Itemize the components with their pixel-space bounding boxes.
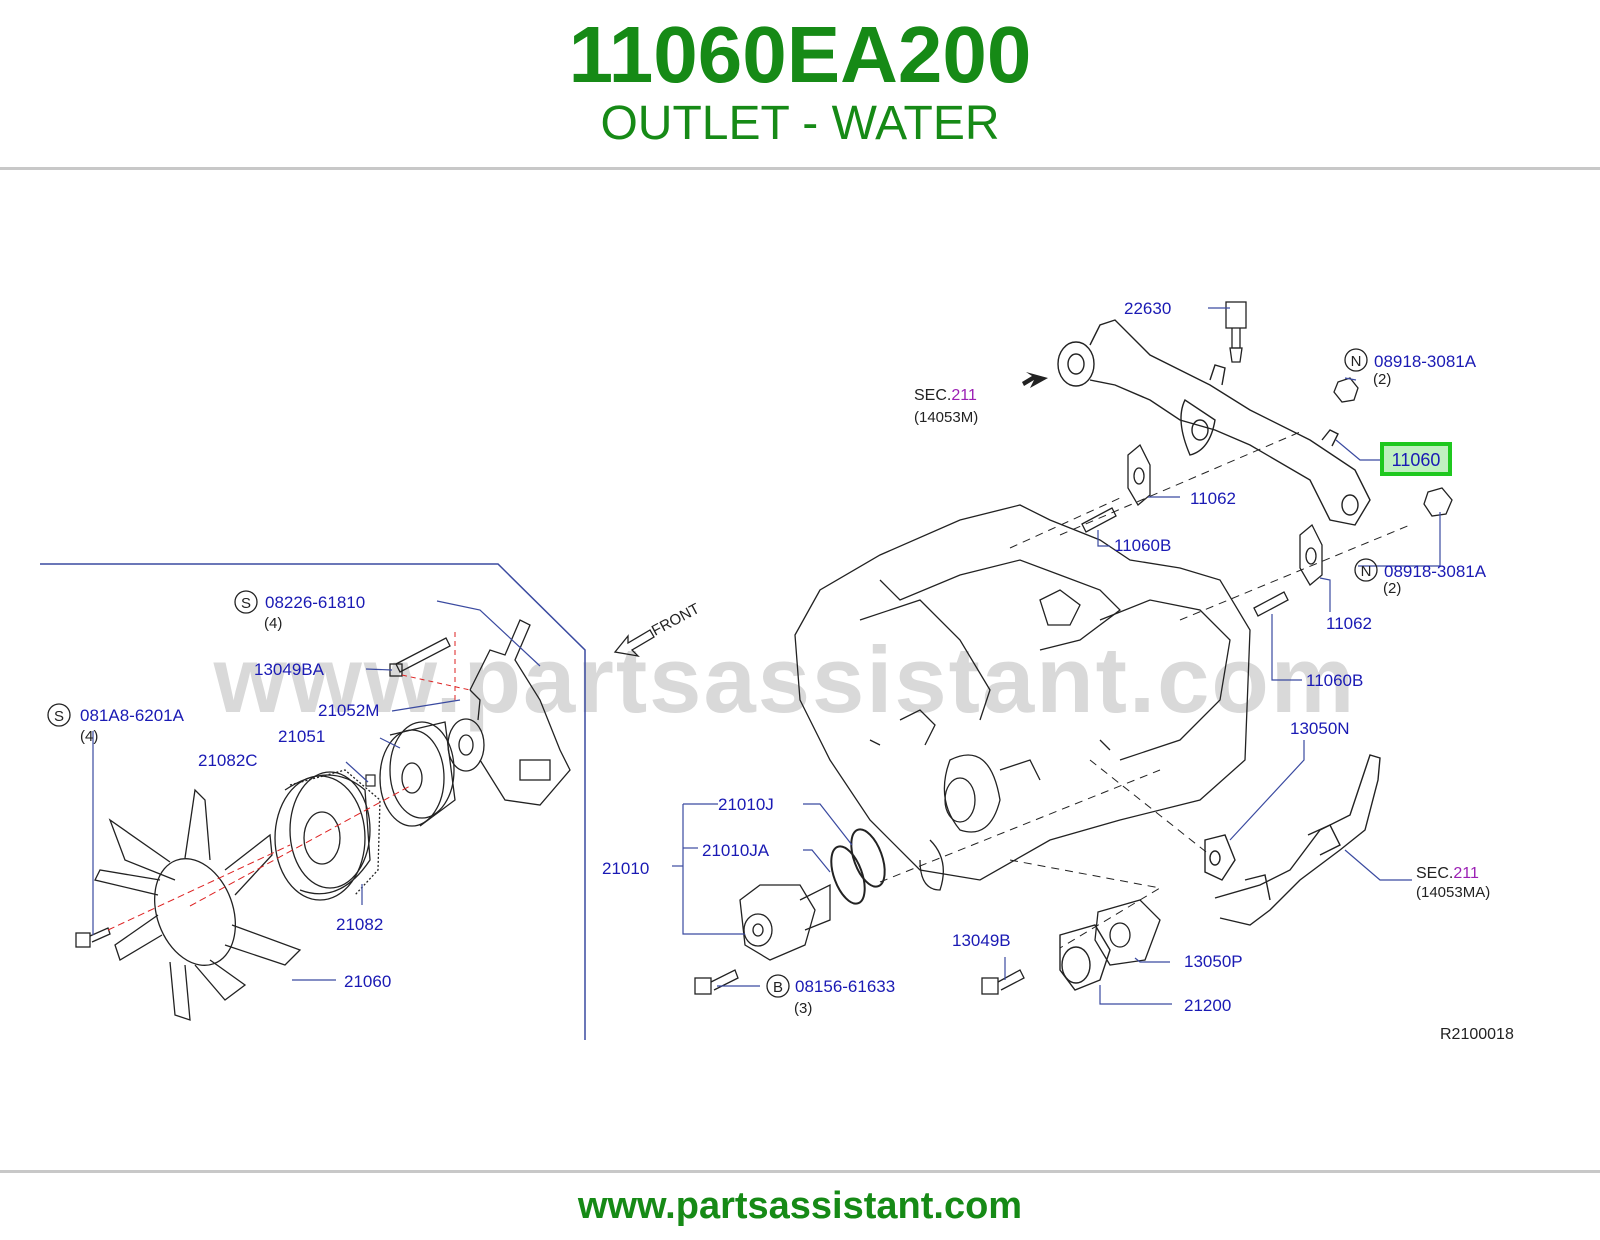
circle-letter: N — [1351, 353, 1362, 370]
fan-blade-drawing — [94, 788, 302, 1021]
page-header: 11060EA200 OUTLET - WATER — [0, 0, 1600, 168]
circle-letter: N — [1361, 563, 1372, 580]
callout-21010ja[interactable]: 21010JA — [702, 841, 770, 860]
front-arrow-icon — [613, 629, 655, 657]
circled-callout-n-upper[interactable]: N 08918-3081A (2) — [1344, 348, 1477, 388]
engine-centerlines — [879, 431, 1411, 949]
quantity-label: (2) — [1383, 580, 1401, 597]
gasket-lower — [1299, 523, 1323, 586]
small-nut — [365, 774, 376, 787]
part-number-label[interactable]: 08918-3081A — [1384, 562, 1487, 581]
callout-11062-upper[interactable]: 11062 — [1190, 489, 1236, 508]
callout-13050p[interactable]: 13050P — [1184, 952, 1243, 971]
callout-21082[interactable]: 21082 — [336, 915, 383, 934]
bolt-centerline — [401, 674, 471, 691]
stud-upper — [1081, 507, 1117, 533]
section-sub-1: (14053M) — [914, 409, 978, 426]
callout-21200[interactable]: 21200 — [1184, 996, 1231, 1015]
quantity-label: (4) — [264, 615, 282, 632]
thermostat-housing — [1059, 924, 1111, 991]
circled-callout-b[interactable]: B 08156-61633 (3) — [766, 974, 895, 1017]
footer-website-link[interactable]: www.partsassistant.com — [577, 1185, 1023, 1227]
watermark-text: www.partsassistant.com — [213, 627, 1357, 732]
quantity-label: (3) — [794, 1000, 812, 1017]
top-divider — [0, 167, 1600, 170]
circle-letter: S — [54, 708, 64, 725]
lower-pipe-drawing — [1204, 754, 1381, 926]
callout-13049ba[interactable]: 13049BA — [254, 660, 325, 679]
pump-bolt — [694, 969, 739, 995]
gasket-upper — [1127, 443, 1151, 506]
callout-13049b[interactable]: 13049B — [952, 931, 1011, 950]
section-label-1: SEC.211 — [914, 387, 977, 404]
quantity-label: (4) — [80, 728, 98, 745]
part-number-label[interactable]: 08226-61810 — [265, 593, 365, 612]
part-number-label[interactable]: 081A8-6201A — [80, 706, 185, 725]
o-ring-1 — [830, 845, 866, 905]
thermostat-bolt — [981, 969, 1025, 995]
callout-21051[interactable]: 21051 — [278, 727, 325, 746]
callout-11062-lower[interactable]: 11062 — [1326, 614, 1372, 633]
callout-21052m[interactable]: 21052M — [318, 701, 379, 720]
diagram-canvas: www.partsassistant.com — [40, 299, 1514, 1043]
callout-11060b-lower[interactable]: 11060B — [1306, 671, 1363, 690]
water-pump-drawing — [739, 883, 831, 961]
thermostat-gasket — [1094, 899, 1161, 966]
circle-letter: B — [773, 979, 783, 996]
fan-clutch-drawing — [274, 769, 381, 901]
bracket-drawing — [447, 619, 571, 806]
circle-letter: S — [241, 595, 251, 612]
nut-upper — [1333, 377, 1359, 403]
part-name-subtitle: OUTLET - WATER — [600, 97, 1000, 150]
diagram-ref-code: R2100018 — [1440, 1026, 1514, 1043]
part-number-label[interactable]: 08156-61633 — [795, 977, 895, 996]
quantity-label: (2) — [1373, 371, 1391, 388]
callout-21010[interactable]: 21010 — [602, 859, 649, 878]
circled-callout-s-upper[interactable]: S 08226-61810 (4) — [234, 590, 365, 632]
engine-block-drawing — [794, 504, 1251, 891]
part-number-label[interactable]: 08918-3081A — [1374, 352, 1477, 371]
fan-group-frame — [40, 563, 586, 1040]
stud-lower — [1253, 591, 1289, 617]
bottom-divider — [0, 1170, 1600, 1173]
pulley-drawing — [379, 721, 456, 827]
part-number-title: 11060EA200 — [568, 10, 1032, 99]
callout-11060-highlighted[interactable]: 11060 — [1392, 450, 1441, 470]
callout-13050n[interactable]: 13050N — [1290, 719, 1350, 738]
leader-lines — [92, 307, 1441, 1005]
parts-diagram: www.partsassistant.com — [0, 172, 1600, 1166]
fan-bolt — [75, 927, 111, 948]
callout-11060b-upper[interactable]: 11060B — [1114, 536, 1171, 555]
highlight-box[interactable] — [1380, 442, 1452, 476]
callout-22630[interactable]: 22630 — [1124, 299, 1171, 318]
sec211-arrow-icon — [1022, 372, 1048, 388]
circled-callout-n-lower[interactable]: N 08918-3081A (2) — [1354, 558, 1487, 597]
fan-centerline — [107, 844, 291, 931]
section-label-2: SEC.211 — [1416, 865, 1479, 882]
callout-21010j[interactable]: 21010J — [718, 795, 774, 814]
o-ring-2 — [850, 828, 886, 888]
nut-lower — [1423, 487, 1453, 517]
circled-callout-s-lower[interactable]: S 081A8-6201A (4) — [47, 703, 185, 745]
sensor-drawing — [1225, 301, 1247, 363]
water-outlet-drawing — [1057, 319, 1371, 526]
callout-21082c[interactable]: 21082C — [198, 751, 258, 770]
shaft-centerline — [189, 785, 411, 907]
section-sub-2: (14053MA) — [1416, 884, 1490, 901]
callout-21060[interactable]: 21060 — [344, 972, 391, 991]
